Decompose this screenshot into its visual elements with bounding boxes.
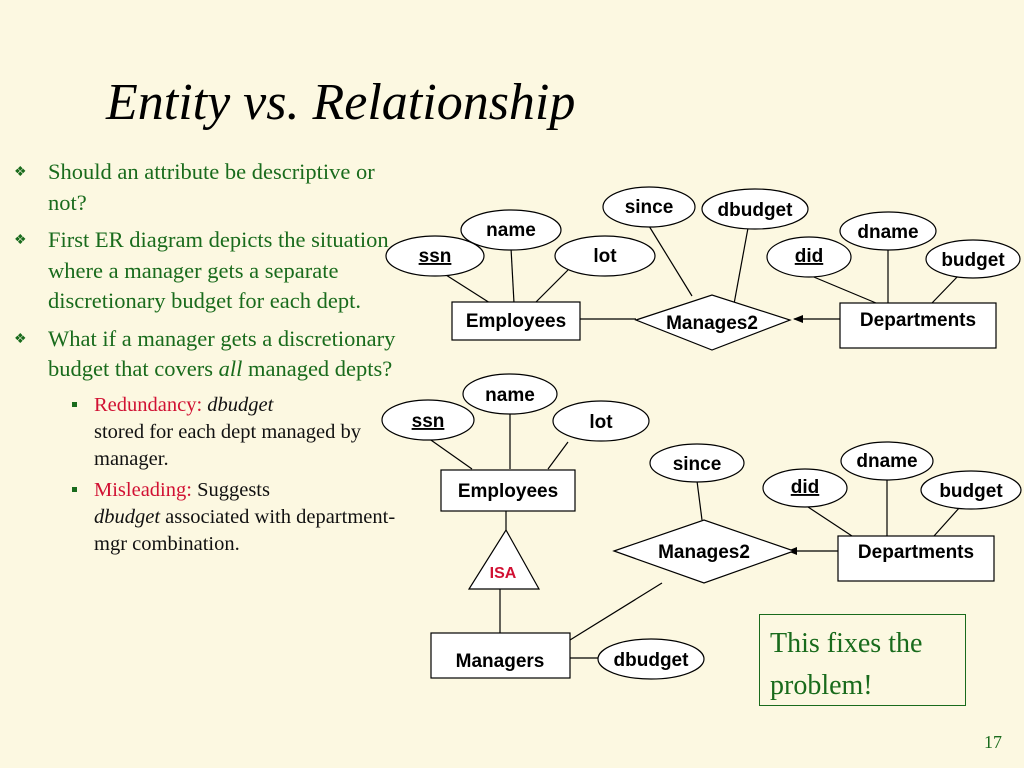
svg-text:dbudget: dbudget xyxy=(718,200,794,221)
attribute-did: did xyxy=(766,236,852,278)
svg-text:Departments: Departments xyxy=(860,310,976,331)
connector-line xyxy=(933,506,961,537)
attribute-dname: dname xyxy=(840,441,934,481)
connector-line xyxy=(733,227,749,305)
entity-managers: Managers xyxy=(430,632,571,679)
connector-line xyxy=(696,480,703,521)
entity-departments: Departments xyxy=(839,302,997,349)
attribute-ssn: ssn xyxy=(385,235,485,277)
bullet-text: What if a manager gets a discretionary b… xyxy=(48,325,396,382)
slide-title: Entity vs. Relationship xyxy=(106,74,576,131)
bullet-item: ❖ What if a manager gets a discretionary… xyxy=(12,324,397,385)
attribute-dbudget: dbudget xyxy=(701,188,809,230)
svg-text:ISA: ISA xyxy=(490,565,517,582)
bullet-text: managed depts? xyxy=(242,356,393,381)
square-bullet-icon xyxy=(72,486,77,492)
relationship-manages2: Manages2 xyxy=(634,294,792,351)
sub-bullet-item: Misleading: Suggests dbudget associated … xyxy=(12,477,397,558)
bullet-list: ❖ Should an attribute be descriptive or … xyxy=(12,157,397,562)
connector-line xyxy=(547,441,569,470)
svg-text:Managers: Managers xyxy=(456,651,545,672)
connector-line xyxy=(808,274,877,304)
attribute-did: did xyxy=(762,468,848,508)
attribute-budget: budget xyxy=(920,470,1022,510)
entity-employees: Employees xyxy=(451,301,581,341)
bullet-item: ❖ Should an attribute be descriptive or … xyxy=(12,157,397,218)
bullet-text-italic: all xyxy=(218,356,243,381)
connector-line xyxy=(648,225,693,297)
connector-line xyxy=(804,504,853,537)
page-number: 17 xyxy=(984,732,1002,752)
connector-line xyxy=(534,269,569,304)
relationship-manages2: Manages2 xyxy=(612,519,796,584)
sub-bullet-text: Suggests xyxy=(197,478,270,501)
svg-text:dname: dname xyxy=(857,222,918,243)
callout-text: This fixes the problem! xyxy=(770,628,923,701)
attribute-dname: dname xyxy=(839,211,937,251)
connector-line xyxy=(569,582,663,641)
diamond-bullet-icon: ❖ xyxy=(14,165,27,180)
svg-text:since: since xyxy=(625,197,674,218)
svg-text:Manages2: Manages2 xyxy=(666,313,758,334)
attribute-since: since xyxy=(649,443,745,483)
sub-bullet-item: Redundancy: dbudget stored for each dept… xyxy=(12,392,397,473)
svg-text:Employees: Employees xyxy=(466,311,566,332)
attribute-since: since xyxy=(602,186,696,228)
bullet-item: ❖ First ER diagram depicts the situation… xyxy=(12,225,397,317)
attribute-name: name xyxy=(460,209,562,251)
sub-bullet-italic: dbudget xyxy=(94,505,161,528)
callout-box: This fixes the problem! xyxy=(759,614,966,706)
svg-text:Employees: Employees xyxy=(458,481,558,502)
svg-text:since: since xyxy=(673,454,722,475)
svg-text:did: did xyxy=(791,477,820,498)
bullet-text: Should an attribute be descriptive or no… xyxy=(48,159,375,215)
svg-text:budget: budget xyxy=(939,481,1003,502)
attribute-budget: budget xyxy=(925,239,1021,279)
svg-text:budget: budget xyxy=(941,250,1005,271)
square-bullet-icon xyxy=(72,401,77,407)
attribute-lot: lot xyxy=(552,400,650,442)
entity-employees: Employees xyxy=(440,469,576,512)
svg-text:dname: dname xyxy=(856,451,917,472)
svg-text:lot: lot xyxy=(589,412,613,433)
sub-bullet-label: Misleading: xyxy=(94,478,192,501)
sub-bullet-italic: dbudget xyxy=(207,393,274,416)
entity-departments: Departments xyxy=(837,535,995,582)
attribute-name: name xyxy=(462,373,558,415)
er-diagram-separate-budget: ssn name lot since dbudget did dname bu xyxy=(385,186,1021,351)
connector-line xyxy=(427,437,473,470)
connector-line xyxy=(510,247,515,304)
bullet-text: First ER diagram depicts the situation w… xyxy=(48,227,389,313)
sub-bullet-text: stored for each dept managed by manager. xyxy=(94,420,361,470)
svg-text:Manages2: Manages2 xyxy=(658,542,750,563)
connector-line xyxy=(931,273,961,304)
attribute-ssn: ssn xyxy=(381,399,475,441)
diamond-bullet-icon: ❖ xyxy=(14,233,27,248)
svg-text:dbudget: dbudget xyxy=(614,650,690,671)
sub-bullet-text: associated with department-mgr combinati… xyxy=(94,505,396,555)
attribute-lot: lot xyxy=(554,235,656,277)
er-diagram-isa-managers: ssn name lot since did dname budget dbu xyxy=(381,373,1022,680)
isa-triangle: ISA xyxy=(467,528,541,590)
attribute-dbudget: dbudget xyxy=(597,638,705,680)
svg-text:name: name xyxy=(486,220,536,241)
svg-text:did: did xyxy=(795,246,824,267)
svg-text:lot: lot xyxy=(593,246,617,267)
svg-text:name: name xyxy=(485,385,535,406)
svg-text:ssn: ssn xyxy=(419,246,452,267)
sub-bullet-label: Redundancy: xyxy=(94,393,203,416)
svg-text:Departments: Departments xyxy=(858,542,974,563)
diamond-bullet-icon: ❖ xyxy=(14,331,27,347)
svg-text:ssn: ssn xyxy=(412,411,445,432)
